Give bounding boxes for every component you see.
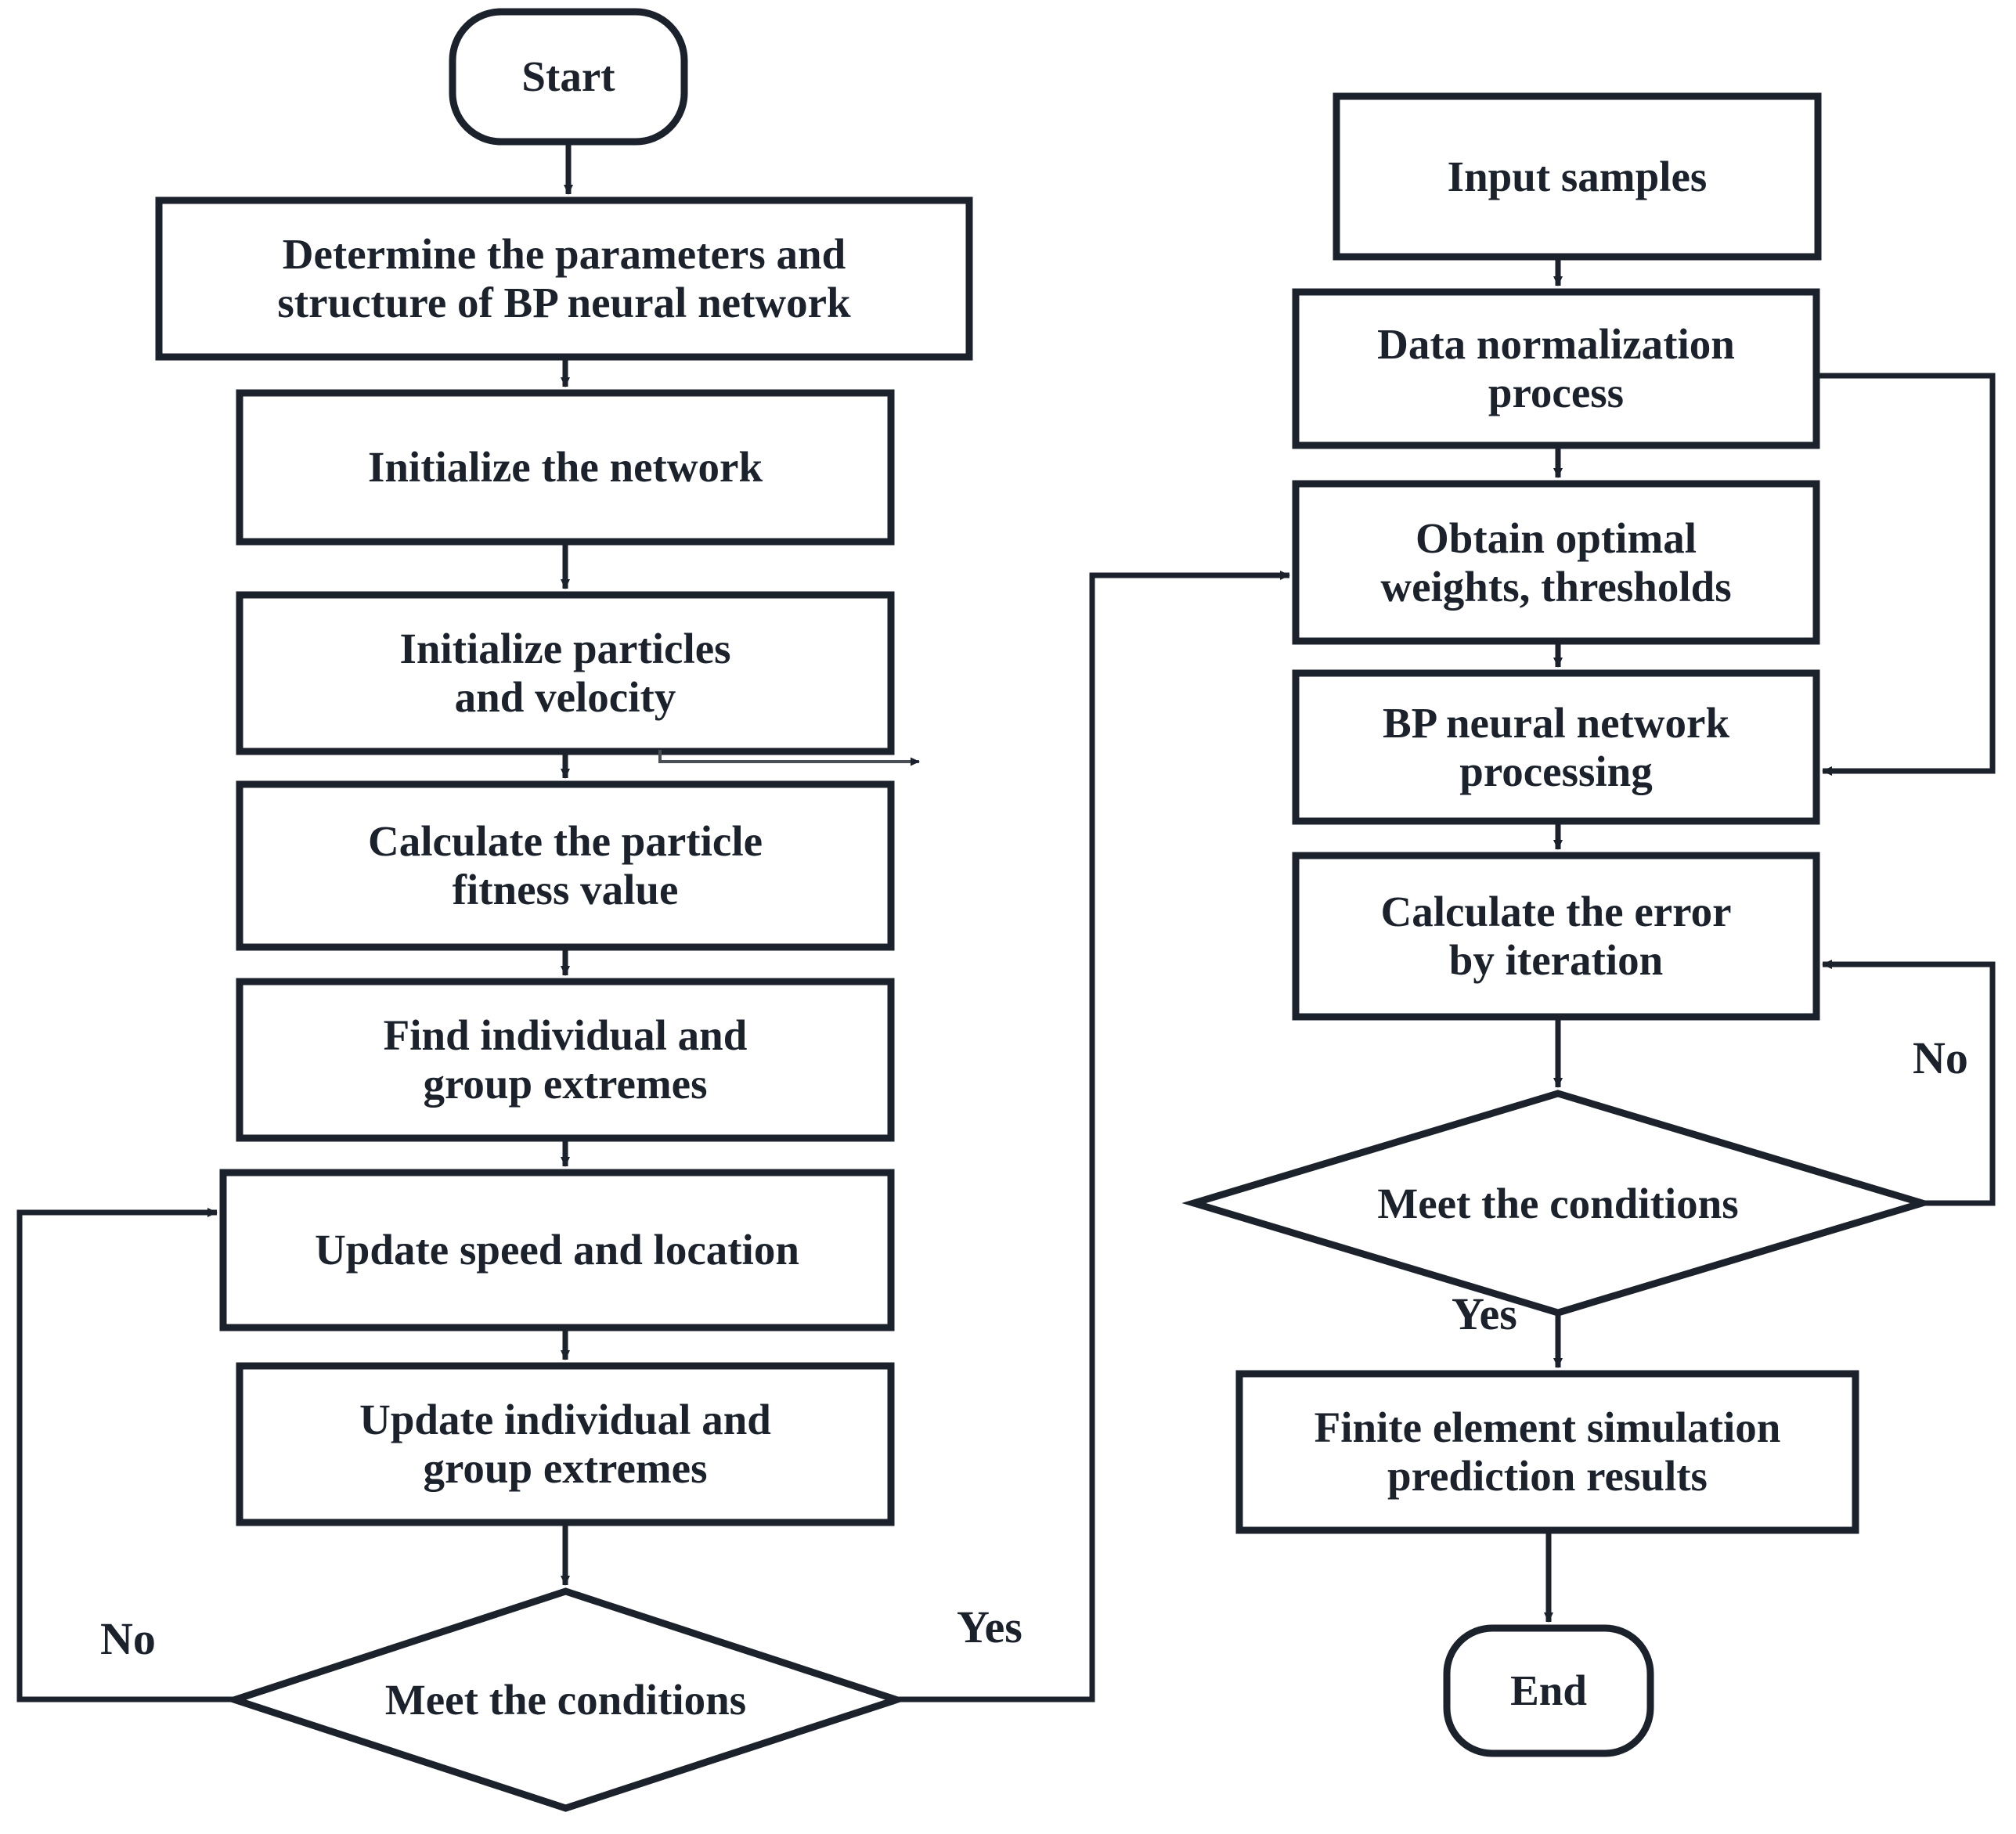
node-find-extremes [236, 978, 895, 1142]
edge-decision-left-yes-to-obtain-weights [896, 571, 1290, 1702]
edge-label-no-left: No [100, 1613, 156, 1664]
node-start [449, 8, 688, 146]
node-initialize-network [236, 389, 895, 546]
edge-label-yes-right: Yes [1452, 1288, 1517, 1339]
node-finite-element-results [1235, 1370, 1859, 1534]
node-update-extremes [236, 1362, 895, 1526]
node-initialize-particles [236, 591, 895, 755]
node-update-speed-location [219, 1169, 895, 1331]
node-obtain-optimal-weights [1292, 480, 1820, 645]
node-calculate-fitness [236, 780, 895, 951]
edge-label-yes-left: Yes [957, 1602, 1022, 1652]
node-determine-parameters [155, 196, 973, 361]
node-data-normalization [1292, 288, 1820, 449]
node-end [1443, 1624, 1654, 1757]
node-decision-right [1181, 1090, 1935, 1317]
edge-decision-left-no-loop [16, 1208, 235, 1702]
edge-label-no-right: No [1913, 1032, 1968, 1083]
node-decision-left [223, 1587, 908, 1812]
node-calculate-error [1292, 852, 1820, 1021]
edge-particles-right-stub [658, 750, 920, 766]
edge-decision-right-no-loop [1822, 960, 1996, 1206]
node-bp-processing [1292, 669, 1820, 825]
node-input-samples [1333, 92, 1822, 261]
edge-data-normalization-to-bp-processing [1816, 373, 1996, 776]
